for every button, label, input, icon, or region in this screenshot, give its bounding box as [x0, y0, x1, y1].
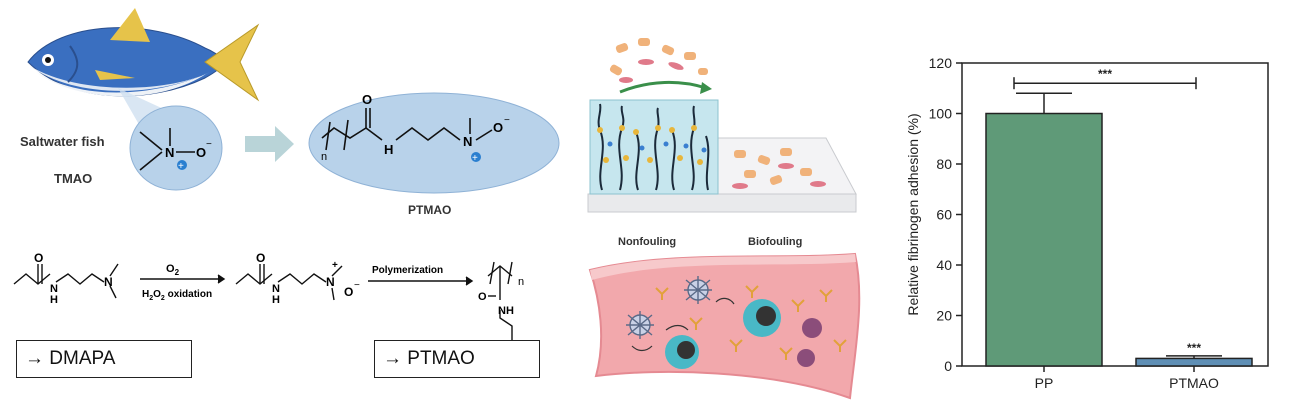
blood-cell-icon — [665, 335, 699, 369]
surface-illustration: Nonfouling Biofouling — [587, 38, 861, 400]
reagent-h-sub: 2 — [149, 295, 153, 302]
dmapa-nh: N — [50, 283, 58, 295]
product-h: H — [272, 294, 280, 306]
dmapa-box: → DMAPA — [16, 340, 192, 378]
reagent-o2-sub: 2 — [175, 268, 180, 277]
dmapa-oxygen: O — [34, 251, 43, 265]
ptmao-plus: + — [472, 153, 478, 164]
fish-label: Saltwater fish — [20, 134, 105, 149]
ptmao-hydrogen: H — [384, 142, 393, 157]
nonfouling-label: Nonfouling — [618, 236, 676, 248]
reagent-o2: O2 — [166, 263, 180, 277]
platelet-icon — [626, 276, 712, 339]
reagent-h2o2: H2O2 oxidation — [142, 289, 212, 302]
polymerization-label: Polymerization — [372, 265, 443, 276]
reagent-o: O — [153, 289, 161, 300]
reagent-o2-letter: O — [166, 263, 175, 275]
protein-cluster-icon — [609, 38, 708, 83]
y-tick-label: 100 — [929, 106, 953, 122]
x-tick-label-ptmao: PTMAO — [1169, 375, 1219, 391]
nonfouling-surface — [589, 99, 719, 195]
product-minus: − — [354, 280, 360, 291]
product-oxygen: O — [256, 251, 265, 265]
reagent-o-sub: 2 — [161, 295, 165, 302]
biofouling-label: Biofouling — [748, 236, 802, 248]
tmao-molecule-bubble — [129, 105, 223, 191]
product-oxygen-2: O — [344, 285, 353, 299]
ptmao-oxygen-2: O — [493, 120, 503, 135]
reagent-h: H — [142, 289, 149, 300]
polymer-nh: NH — [498, 305, 514, 317]
bar-annotation: *** — [1187, 341, 1201, 355]
right-arrow-icon — [245, 126, 294, 162]
product-plus: + — [332, 260, 338, 271]
y-tick-label: 40 — [936, 257, 952, 273]
tmao-label: TMAO — [54, 171, 92, 186]
ptmao-oxygen: O — [362, 92, 372, 107]
y-tick-label: 0 — [944, 358, 952, 374]
fish-icon — [27, 8, 260, 102]
bar-pp — [985, 112, 1103, 367]
tmao-plus: + — [178, 161, 184, 172]
ptmao-nitrogen: N — [463, 134, 472, 149]
adsorbed-protein-icon — [732, 148, 826, 189]
bar-ptmao — [1135, 357, 1253, 367]
ptmao-label: PTMAO — [408, 203, 451, 217]
ptmao-box: → PTMAO — [374, 340, 540, 378]
polymer-n: n — [518, 276, 524, 288]
ptmao-minus: − — [504, 115, 510, 126]
polymer-oxygen: O — [478, 291, 487, 303]
ptmao-n-subscript: n — [321, 151, 327, 163]
product-nitrogen: N — [326, 275, 335, 289]
ptmao-molecule-bubble — [308, 92, 560, 194]
y-tick-label: 60 — [936, 207, 952, 223]
x-tick-label-pp: PP — [1035, 375, 1054, 391]
fibrinogen-cluster-icon — [797, 318, 822, 367]
dmapa-nitrogen: N — [104, 275, 113, 289]
y-tick-label: 80 — [936, 156, 952, 172]
fish-tmao-scheme: N O − + Saltwater fish TMAO O H N O − n … — [13, 8, 560, 340]
dmapa-h: H — [50, 294, 58, 306]
y-tick-label: 120 — [929, 55, 953, 71]
tmao-nitrogen: N — [165, 145, 174, 160]
y-axis-label: Relative fibrinogen adhesion (%) — [905, 113, 921, 315]
significance-label: *** — [1098, 67, 1112, 81]
product-nh: N — [272, 283, 280, 295]
repel-arrow-icon — [619, 80, 707, 94]
antibody-icon — [655, 285, 847, 360]
y-tick-label: 20 — [936, 308, 952, 324]
tmao-oxygen: O — [196, 145, 206, 160]
reagent-oxidation: oxidation — [165, 289, 212, 300]
tmao-minus: − — [206, 139, 212, 150]
blood-cell-icon-2 — [743, 299, 781, 337]
ptmao-box-label: → PTMAO — [383, 348, 475, 369]
dmapa-box-label: → DMAPA — [25, 348, 116, 369]
